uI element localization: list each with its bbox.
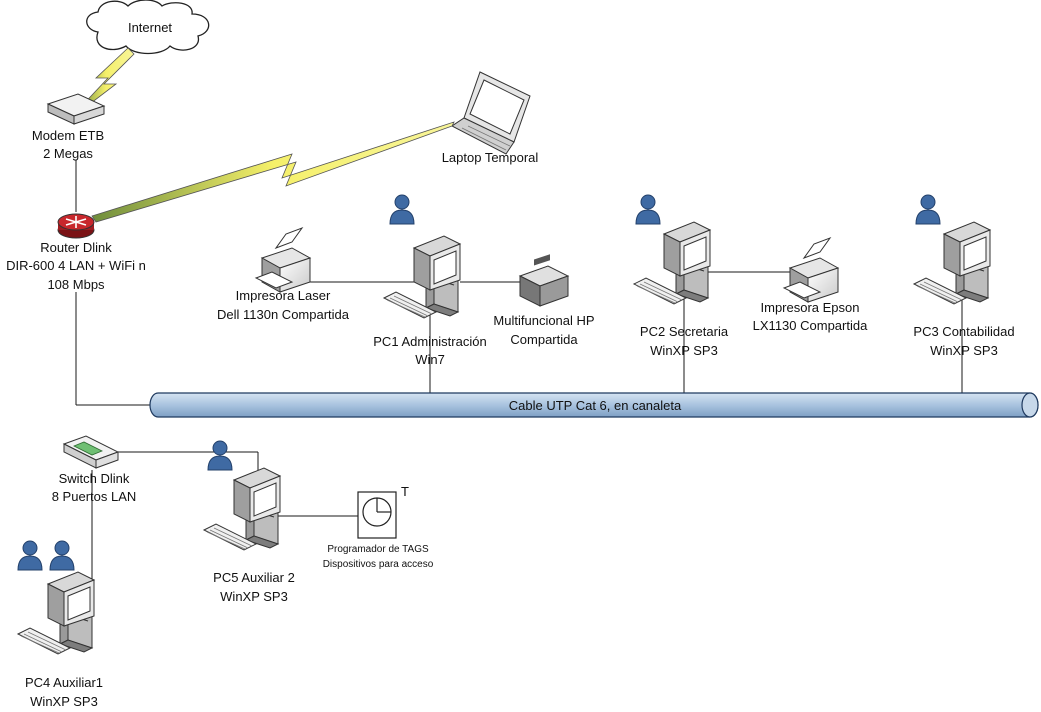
router-label-3: 108 Mbps <box>47 277 105 292</box>
pc1-user-icon <box>389 194 415 225</box>
internet-label: Internet <box>128 20 172 35</box>
pc2-user-icon <box>635 194 661 225</box>
tags-programmer-icon <box>357 491 397 539</box>
laser-printer-label-2: Dell 1130n Compartida <box>217 307 350 322</box>
pc5-label-1: PC5 Auxiliar 2 <box>213 570 295 585</box>
pc5-user-icon <box>207 440 233 471</box>
pc3-computer-icon <box>913 221 991 305</box>
pc3-label-2: WinXP SP3 <box>930 343 998 358</box>
pc5-label-2: WinXP SP3 <box>220 589 288 604</box>
pc4-label-1: PC4 Auxiliar1 <box>25 675 103 690</box>
cable-label: Cable UTP Cat 6, en canaleta <box>509 398 682 413</box>
laser-printer-label-1: Impresora Laser <box>236 288 331 303</box>
laptop-icon <box>451 71 531 155</box>
cable-utp-duct: Cable UTP Cat 6, en canaleta <box>149 392 1039 418</box>
router-label-2: DIR-600 4 LAN + WiFi n <box>6 258 146 273</box>
switch-label-1: Switch Dlink <box>59 471 130 486</box>
pc1-computer-icon <box>383 235 461 319</box>
epson-label-1: Impresora Epson <box>761 300 860 315</box>
modem-label-1: Modem ETB <box>32 128 104 143</box>
switch-label-2: 8 Puertos LAN <box>52 489 137 504</box>
pc2-label-1: PC2 Secretaria <box>640 324 729 339</box>
switch-icon <box>62 435 120 469</box>
laser-printer-icon <box>255 227 311 293</box>
pc1-label-1: PC1 Administración <box>373 334 486 349</box>
pc4-computer-icon <box>17 571 95 655</box>
pc1-label-2: Win7 <box>415 352 445 367</box>
modem-icon <box>46 93 106 125</box>
pc2-label-2: WinXP SP3 <box>650 343 718 358</box>
epson-label-2: LX1130 Compartida <box>753 318 868 333</box>
multifunction-label-1: Multifuncional HP <box>493 313 594 328</box>
router-icon <box>57 213 95 239</box>
multifunction-printer-icon <box>518 254 570 307</box>
wireless-link-laptop-icon <box>91 121 455 223</box>
internet-cloud: Internet <box>86 0 210 55</box>
modem-label-2: 2 Megas <box>43 146 93 161</box>
pc3-user-icon <box>915 194 941 225</box>
pc4-label-2: WinXP SP3 <box>30 694 98 709</box>
tags-label-2: Dispositivos para acceso <box>323 559 434 570</box>
multifunction-label-2: Compartida <box>510 332 578 347</box>
pc2-computer-icon <box>633 221 711 305</box>
pc4-user-icon-2 <box>49 540 75 571</box>
pc4-user-icon-1 <box>17 540 43 571</box>
pc3-label-1: PC3 Contabilidad <box>913 324 1014 339</box>
tags-t-label: T <box>401 484 409 499</box>
tags-label-1: Programador de TAGS <box>327 544 429 555</box>
connection-lines <box>68 160 963 603</box>
laptop-label: Laptop Temporal <box>442 150 539 165</box>
epson-printer-icon <box>783 237 839 303</box>
pc5-computer-icon <box>203 467 281 551</box>
router-label-1: Router Dlink <box>40 240 112 255</box>
